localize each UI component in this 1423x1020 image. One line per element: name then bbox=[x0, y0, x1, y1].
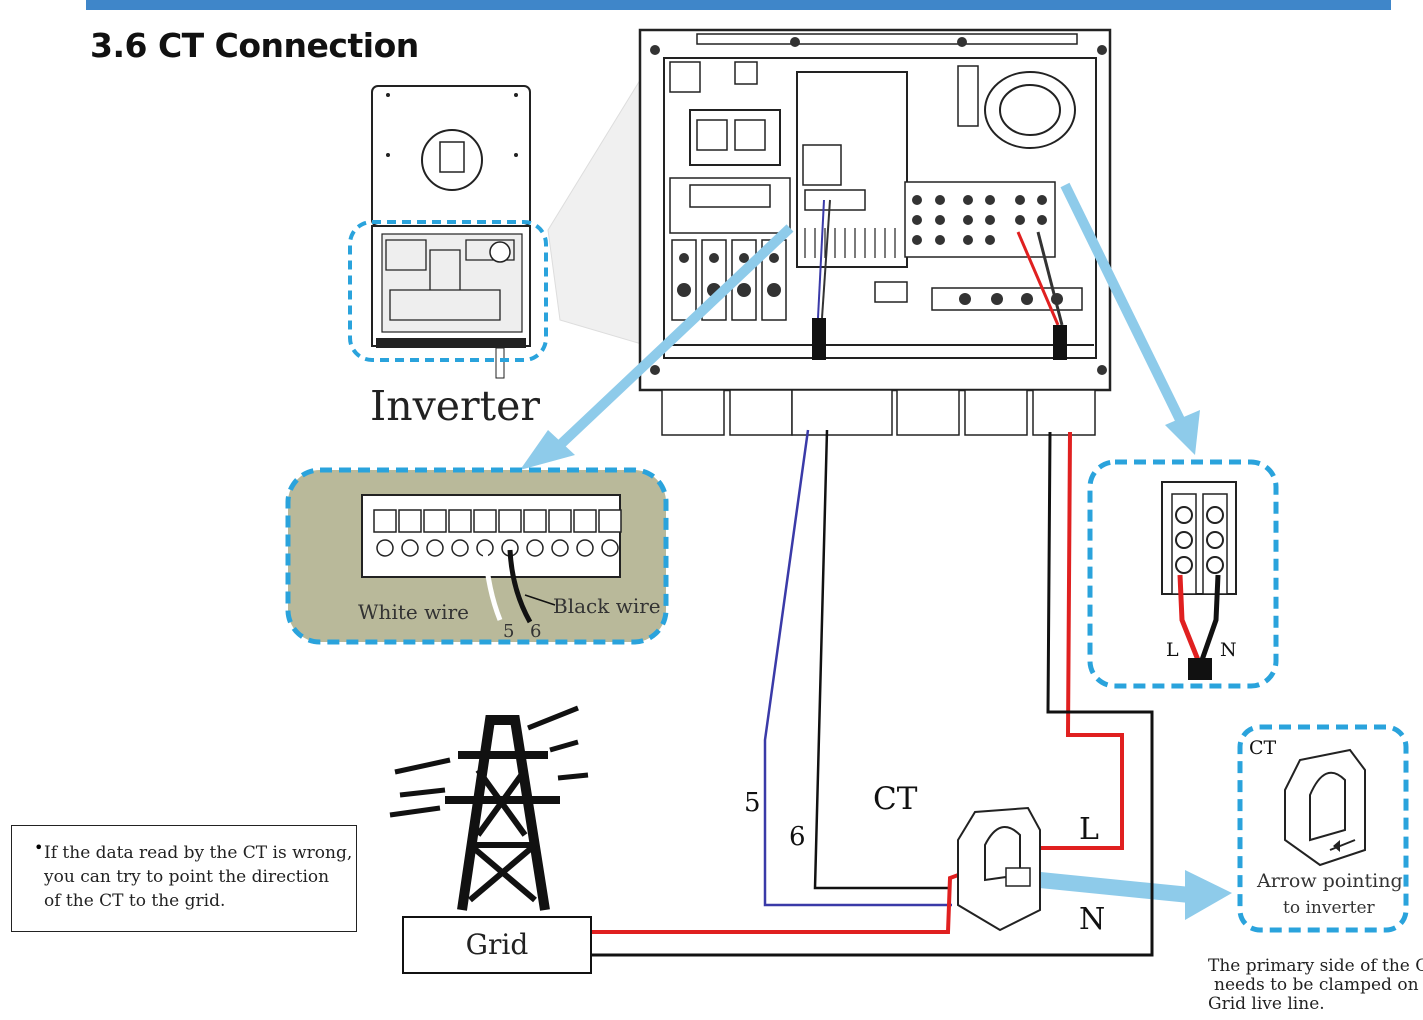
note-bullet: • bbox=[34, 838, 44, 857]
grid-box: Grid bbox=[402, 916, 592, 974]
note-text: If the data read by the CT is wrong, you… bbox=[44, 841, 354, 913]
primary-note-line-1: The primary side of the CT bbox=[1208, 957, 1423, 976]
ct-inset-title: CT bbox=[1249, 737, 1277, 759]
neutral-line-label: N bbox=[1079, 902, 1106, 937]
primary-note-line-2: needs to be clamped on the bbox=[1214, 976, 1423, 995]
note-line-1: If the data read by the CT is wrong, bbox=[44, 843, 353, 863]
grid-terminal-inset bbox=[1087, 459, 1279, 689]
inverter-small-illustration bbox=[348, 85, 548, 379]
ct-clamp-icon bbox=[957, 806, 1041, 932]
inverter-label: Inverter bbox=[370, 382, 540, 430]
primary-note-line-3: Grid live line. bbox=[1208, 995, 1325, 1014]
header-bar bbox=[86, 0, 1391, 10]
note-line-3: of the CT to the grid. bbox=[44, 891, 226, 911]
wire-5-label: 5 bbox=[744, 788, 761, 818]
white-wire-label: White wire bbox=[358, 600, 469, 624]
wire-6-label: 6 bbox=[789, 822, 806, 852]
note-line-2: you can try to point the direction bbox=[44, 867, 330, 887]
terminal-N-label: N bbox=[1220, 639, 1237, 661]
arrow-pointing-line-1: Arrow pointing bbox=[1257, 870, 1403, 892]
ct-clamp-inset bbox=[1237, 724, 1409, 933]
terminal-5-label: 5 bbox=[503, 621, 515, 642]
inverter-wiring-bay bbox=[638, 28, 1112, 436]
inverter-highlight-dashed-frame bbox=[348, 220, 548, 362]
ct-terminal-strip-inset bbox=[285, 467, 669, 645]
primary-side-note: The primary side of the CT needs to be c… bbox=[1208, 957, 1423, 1014]
transmission-tower-icon bbox=[389, 705, 589, 911]
page-title: 3.6 CT Connection bbox=[90, 26, 419, 65]
terminal-6-label: 6 bbox=[530, 621, 542, 642]
live-line-label: L bbox=[1079, 812, 1099, 847]
black-wire-label: Black wire bbox=[553, 594, 661, 618]
arrow-pointing-line-2: to inverter bbox=[1283, 898, 1375, 918]
ct-label: CT bbox=[873, 781, 918, 817]
grid-label: Grid bbox=[465, 928, 529, 961]
ct-direction-note: • If the data read by the CT is wrong, y… bbox=[11, 825, 357, 932]
terminal-L-label: L bbox=[1166, 639, 1179, 661]
